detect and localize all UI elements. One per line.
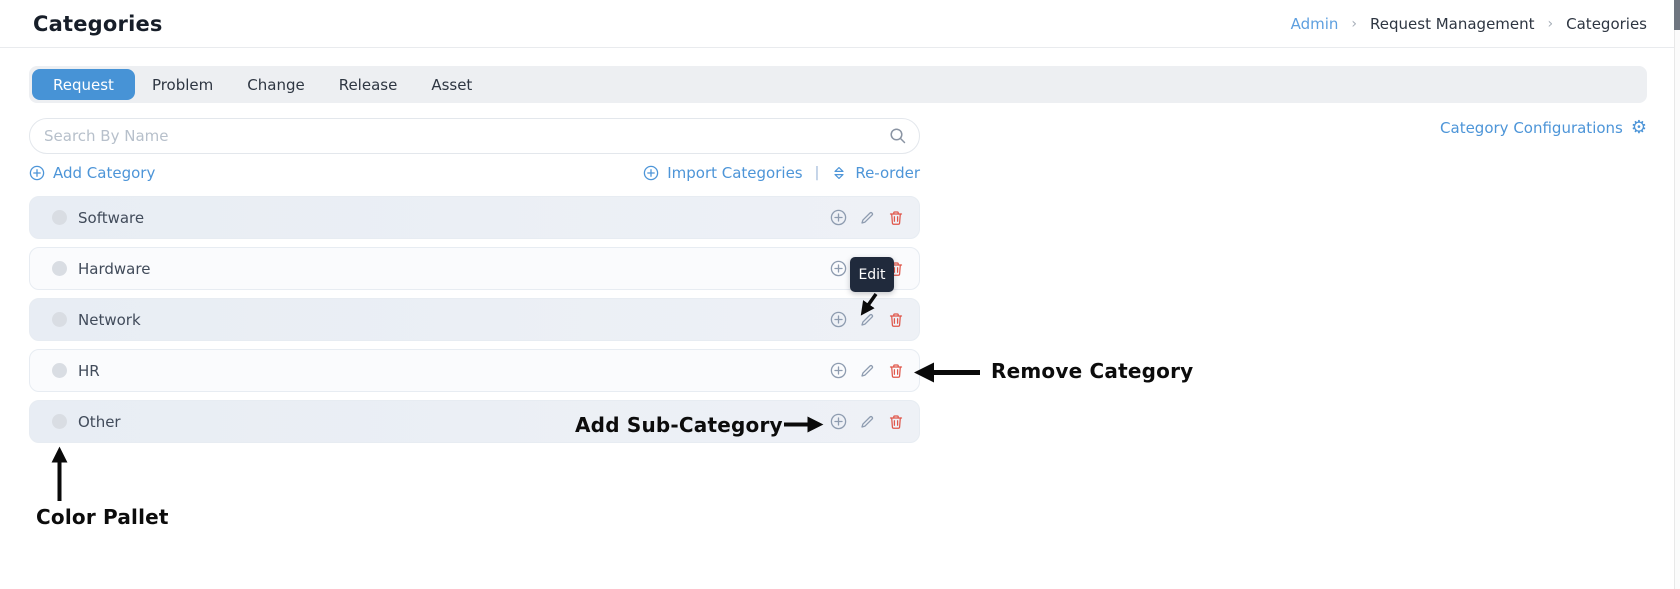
edit-tooltip: Edit xyxy=(850,257,894,292)
tab-change[interactable]: Change xyxy=(230,68,321,102)
add-sub-category-annotation: Add Sub-Category xyxy=(575,413,783,437)
gear-icon[interactable]: ⚙ xyxy=(1630,117,1647,138)
category-row-software[interactable]: Software xyxy=(29,196,920,239)
edit-category-button[interactable] xyxy=(858,209,876,227)
delete-category-button[interactable] xyxy=(887,362,905,380)
row-actions xyxy=(829,362,905,380)
remove-category-annotation: Remove Category xyxy=(991,359,1194,383)
category-name: HR xyxy=(78,361,100,380)
add-subcategory-button[interactable] xyxy=(829,362,847,380)
edit-category-button[interactable] xyxy=(858,311,876,329)
edit-category-button[interactable] xyxy=(858,413,876,431)
row-actions xyxy=(829,311,905,329)
tab-problem[interactable]: Problem xyxy=(135,68,230,102)
reorder-label: Re-order xyxy=(855,164,920,182)
add-subcategory-button[interactable] xyxy=(829,260,847,278)
category-row-other[interactable]: Other xyxy=(29,400,920,443)
plus-circle-icon xyxy=(29,165,45,181)
delete-category-button[interactable] xyxy=(887,209,905,227)
delete-category-button[interactable] xyxy=(887,311,905,329)
category-name: Other xyxy=(78,412,121,431)
import-categories-link[interactable]: Import Categories xyxy=(643,164,803,182)
breadcrumb: Admin › Request Management › Categories xyxy=(1291,15,1647,33)
category-row-network[interactable]: Network xyxy=(29,298,920,341)
category-configurations-link[interactable]: Category Configurations ⚙ xyxy=(1440,117,1647,138)
edit-tooltip-label: Edit xyxy=(858,266,886,283)
breadcrumb-admin[interactable]: Admin xyxy=(1290,14,1339,33)
search-box xyxy=(29,118,920,154)
delete-category-button[interactable] xyxy=(887,413,905,431)
list-tools: Import Categories | Re-order xyxy=(643,164,920,182)
tab-release[interactable]: Release xyxy=(322,68,415,102)
breadcrumb-request-management[interactable]: Request Management xyxy=(1370,14,1535,33)
color-pallet-swatch[interactable] xyxy=(52,210,67,225)
category-name: Hardware xyxy=(78,259,151,278)
row-actions xyxy=(829,209,905,227)
chevron-right-icon: › xyxy=(1547,15,1554,32)
edit-category-button[interactable] xyxy=(858,362,876,380)
actions-row: Add Category Import Categories | Re-orde… xyxy=(29,162,920,184)
plus-circle-icon xyxy=(643,165,659,181)
breadcrumb-current: Categories xyxy=(1566,14,1647,33)
links-divider: | xyxy=(814,165,820,181)
add-subcategory-button[interactable] xyxy=(829,413,847,431)
category-list: Software Hardware xyxy=(29,196,920,451)
color-pallet-swatch[interactable] xyxy=(52,261,67,276)
color-pallet-swatch[interactable] xyxy=(52,363,67,378)
reorder-icon xyxy=(834,167,844,179)
add-category-label: Add Category xyxy=(53,164,156,182)
color-pallet-annotation: Color Pallet xyxy=(36,505,169,529)
scrollbar-track[interactable] xyxy=(1674,0,1680,589)
add-category-link[interactable]: Add Category xyxy=(29,164,155,182)
add-subcategory-button[interactable] xyxy=(829,311,847,329)
category-configurations-label: Category Configurations xyxy=(1440,119,1623,137)
add-subcategory-button[interactable] xyxy=(829,209,847,227)
page-title: Categories xyxy=(33,11,163,36)
tab-asset[interactable]: Asset xyxy=(414,68,489,102)
chevron-right-icon: › xyxy=(1351,15,1358,32)
search-input[interactable] xyxy=(29,118,920,154)
category-row-hardware[interactable]: Hardware xyxy=(29,247,920,290)
search-icon[interactable] xyxy=(889,127,907,145)
color-pallet-swatch[interactable] xyxy=(52,414,67,429)
color-pallet-swatch[interactable] xyxy=(52,312,67,327)
import-categories-label: Import Categories xyxy=(667,164,803,182)
reorder-link[interactable]: Re-order xyxy=(831,164,920,182)
category-name: Network xyxy=(78,310,141,329)
category-row-hr[interactable]: HR xyxy=(29,349,920,392)
row-actions xyxy=(829,413,905,431)
scrollbar-thumb[interactable] xyxy=(1674,0,1680,30)
category-name: Software xyxy=(78,208,145,227)
tab-request[interactable]: Request xyxy=(32,69,135,100)
page-header: Categories Admin › Request Management › … xyxy=(0,0,1680,48)
module-tab-bar: Request Problem Change Release Asset xyxy=(29,66,1647,103)
